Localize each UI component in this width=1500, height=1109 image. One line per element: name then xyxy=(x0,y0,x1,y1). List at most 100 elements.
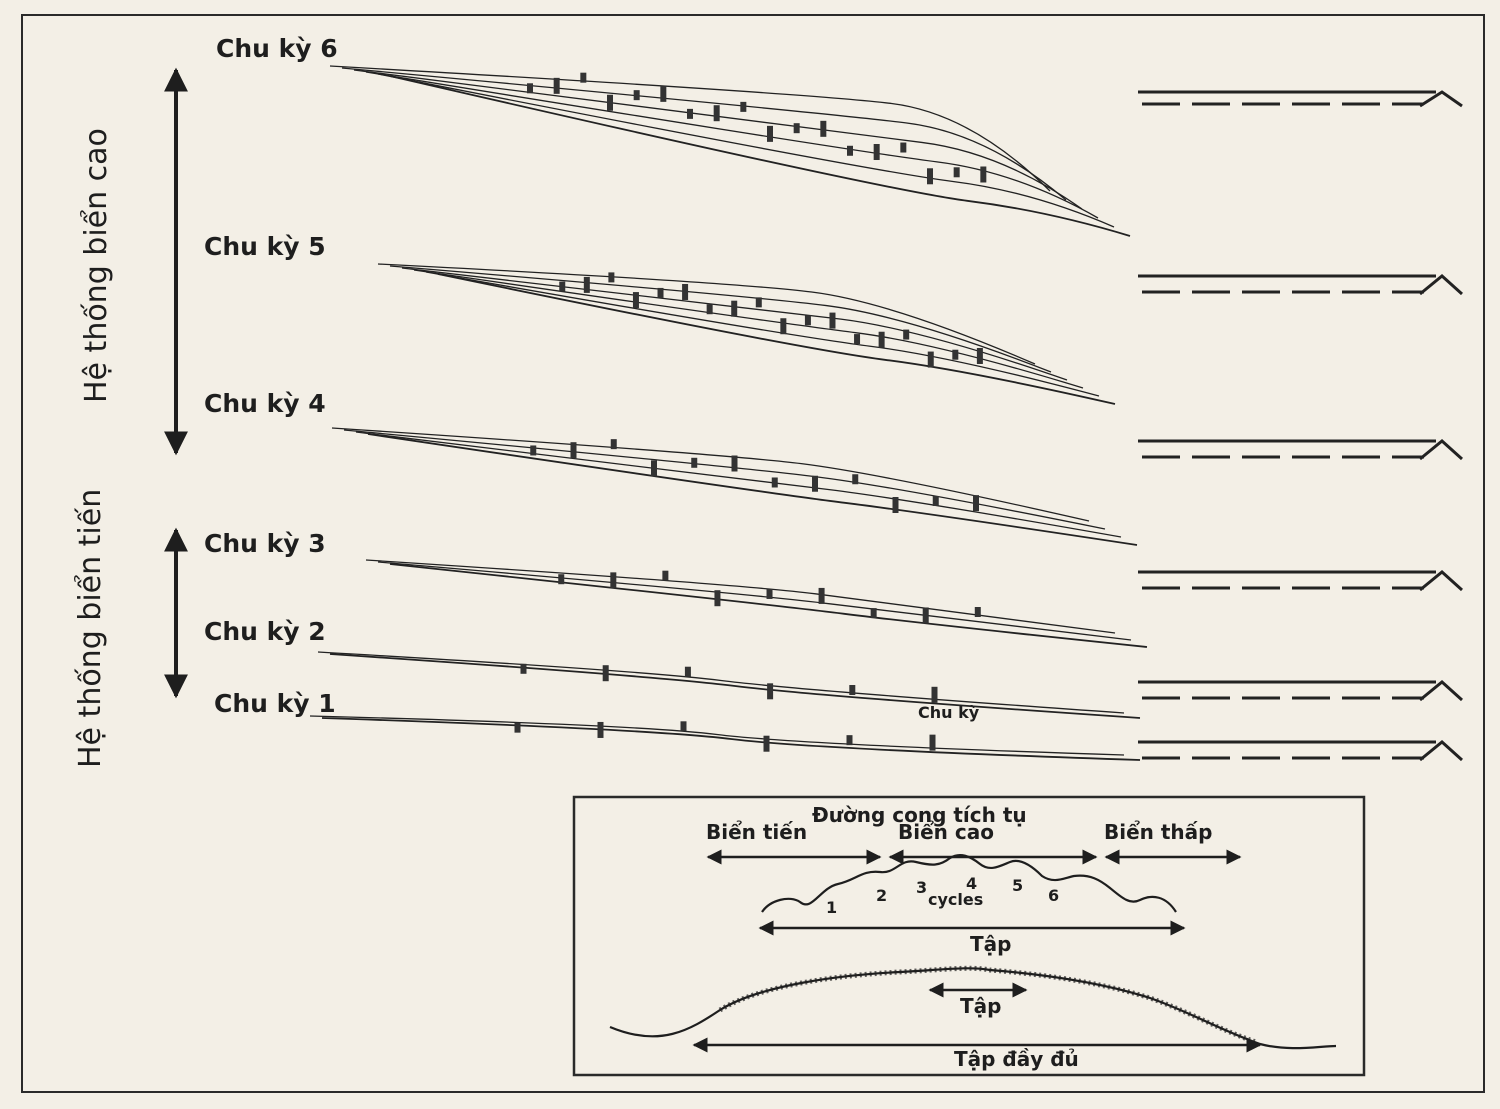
cycle-6-marker xyxy=(713,105,720,122)
cycle-6-marker xyxy=(553,77,560,94)
cycle-4-marker xyxy=(973,495,979,512)
cycle-6-marker xyxy=(527,83,533,94)
sea-level-peak xyxy=(1419,439,1464,461)
phase-highstand: Biển cao xyxy=(898,820,994,844)
cycle-3-marker xyxy=(766,588,773,599)
sea-level-indicator xyxy=(1138,439,1464,461)
cycle-5-marker xyxy=(608,272,615,283)
cycle-3-marker xyxy=(818,587,825,604)
cycle-6-marker xyxy=(900,142,907,153)
sea-level-peak xyxy=(1419,740,1464,762)
wave-number-3: 3 xyxy=(916,878,927,897)
cycle-5-marker xyxy=(927,351,934,368)
cycle-3-label: Chu kỳ 3 xyxy=(204,529,326,558)
cycle-6-section xyxy=(329,65,1131,237)
cycle-4-marker xyxy=(651,460,657,477)
cycle-3-marker xyxy=(558,574,565,585)
cycle-5-marker xyxy=(583,276,590,293)
cycle-5-label: Chu kỳ 5 xyxy=(204,232,326,261)
small-cycle-label: Chu kỳ xyxy=(918,703,980,722)
wave-number-6: 6 xyxy=(1048,886,1059,905)
cycle-6-marker xyxy=(953,167,960,178)
accumulation-wave-curve xyxy=(761,854,1177,913)
cycles-word: cycles xyxy=(928,890,983,909)
cycle-6-marker xyxy=(740,101,747,112)
cycle-6-stratum-line xyxy=(377,73,1115,228)
cycle-6-marker xyxy=(633,90,640,101)
cycle-4-marker xyxy=(570,442,577,459)
tap-inner-label: Tập xyxy=(960,994,1001,1018)
cycle-5-marker xyxy=(903,329,910,340)
cycle-1-stratum-line xyxy=(309,715,1125,756)
curve-title: Đường cong tích tụ xyxy=(812,803,1027,827)
cycle-5-marker xyxy=(976,347,983,364)
wave-number-2: 2 xyxy=(876,886,887,905)
cycle-6-marker xyxy=(793,123,800,134)
cycle-6-stratum-line xyxy=(329,65,1051,192)
cycle-3-marker xyxy=(870,608,877,619)
outer-frame xyxy=(21,14,1485,1093)
cycle-3-marker xyxy=(714,590,721,607)
cycle-6-stratum-line xyxy=(365,71,1099,219)
cycle-2-section xyxy=(317,651,1141,719)
cycle-2-stratum-line xyxy=(329,653,1141,719)
cycle-1-marker xyxy=(597,721,604,738)
cycle-6-marker xyxy=(580,72,587,83)
cycle-2-label: Chu kỳ 2 xyxy=(204,617,326,646)
cycle-6-marker xyxy=(820,120,827,137)
cycle-4-marker xyxy=(731,455,738,472)
cycle-1-marker xyxy=(763,735,770,752)
cycle-5-stratum-line xyxy=(437,273,1116,405)
cycle-5-marker xyxy=(952,349,959,360)
cycle-3-marker xyxy=(610,572,617,589)
cycle-5-marker xyxy=(731,300,738,317)
cycle-2-marker xyxy=(602,665,609,682)
cycle-4-section xyxy=(331,427,1138,546)
cycle-5-marker xyxy=(780,318,787,335)
cycle-5-marker xyxy=(657,287,664,298)
cycle-1-label: Chu kỳ 1 xyxy=(214,689,336,718)
cycle-6-marker xyxy=(980,166,987,183)
cycle-4-marker xyxy=(852,474,859,485)
cycle-4-marker xyxy=(892,497,899,514)
cycle-6-stratum-line xyxy=(389,75,1131,237)
cycle-3-marker xyxy=(662,570,669,581)
cycle-6-marker xyxy=(687,108,693,119)
cycle-6-marker xyxy=(873,144,880,161)
inset-frame xyxy=(572,795,1366,1077)
cycle-3-stratum-line xyxy=(377,561,1132,641)
cycle-5-marker xyxy=(829,312,836,329)
cycle-4-marker xyxy=(812,475,818,492)
cycle-1-marker xyxy=(680,721,687,732)
cycle-1-marker xyxy=(846,735,853,746)
sea-level-indicator xyxy=(1138,740,1464,762)
cycle-5-marker xyxy=(682,283,689,300)
sea-level-indicator xyxy=(1138,274,1464,296)
cycle-5-section xyxy=(377,263,1116,405)
cycle-3-marker xyxy=(974,607,981,618)
cycle-3-section xyxy=(365,559,1148,648)
cycle-5-stratum-line xyxy=(401,267,1068,381)
sea-level-indicators xyxy=(1138,90,1464,762)
sea-level-peak xyxy=(1419,274,1464,296)
tap-label: Tập xyxy=(970,932,1011,956)
cycle-3-marker xyxy=(922,607,929,624)
cycle-4-marker xyxy=(932,495,939,506)
cycle-2-marker xyxy=(931,686,938,703)
cycle-1-section xyxy=(309,715,1141,761)
cycle-6-marker xyxy=(767,125,773,142)
cycle-4-marker xyxy=(530,445,537,456)
cycle-5-stratum-line xyxy=(425,271,1100,397)
cycle-5-stratum-line xyxy=(377,263,1036,365)
phase-lowstand: Biển thấp xyxy=(1104,820,1212,844)
cycle-5-marker xyxy=(878,331,885,348)
cycle-2-marker xyxy=(767,683,774,700)
cycle-4-label: Chu kỳ 4 xyxy=(204,389,326,418)
cycle-5-marker xyxy=(559,281,566,292)
cross-sections xyxy=(309,65,1148,761)
cycle-4-stratum-line xyxy=(331,427,1090,522)
cycle-3-stratum-line xyxy=(389,563,1148,648)
wave-number-1: 1 xyxy=(826,898,837,917)
